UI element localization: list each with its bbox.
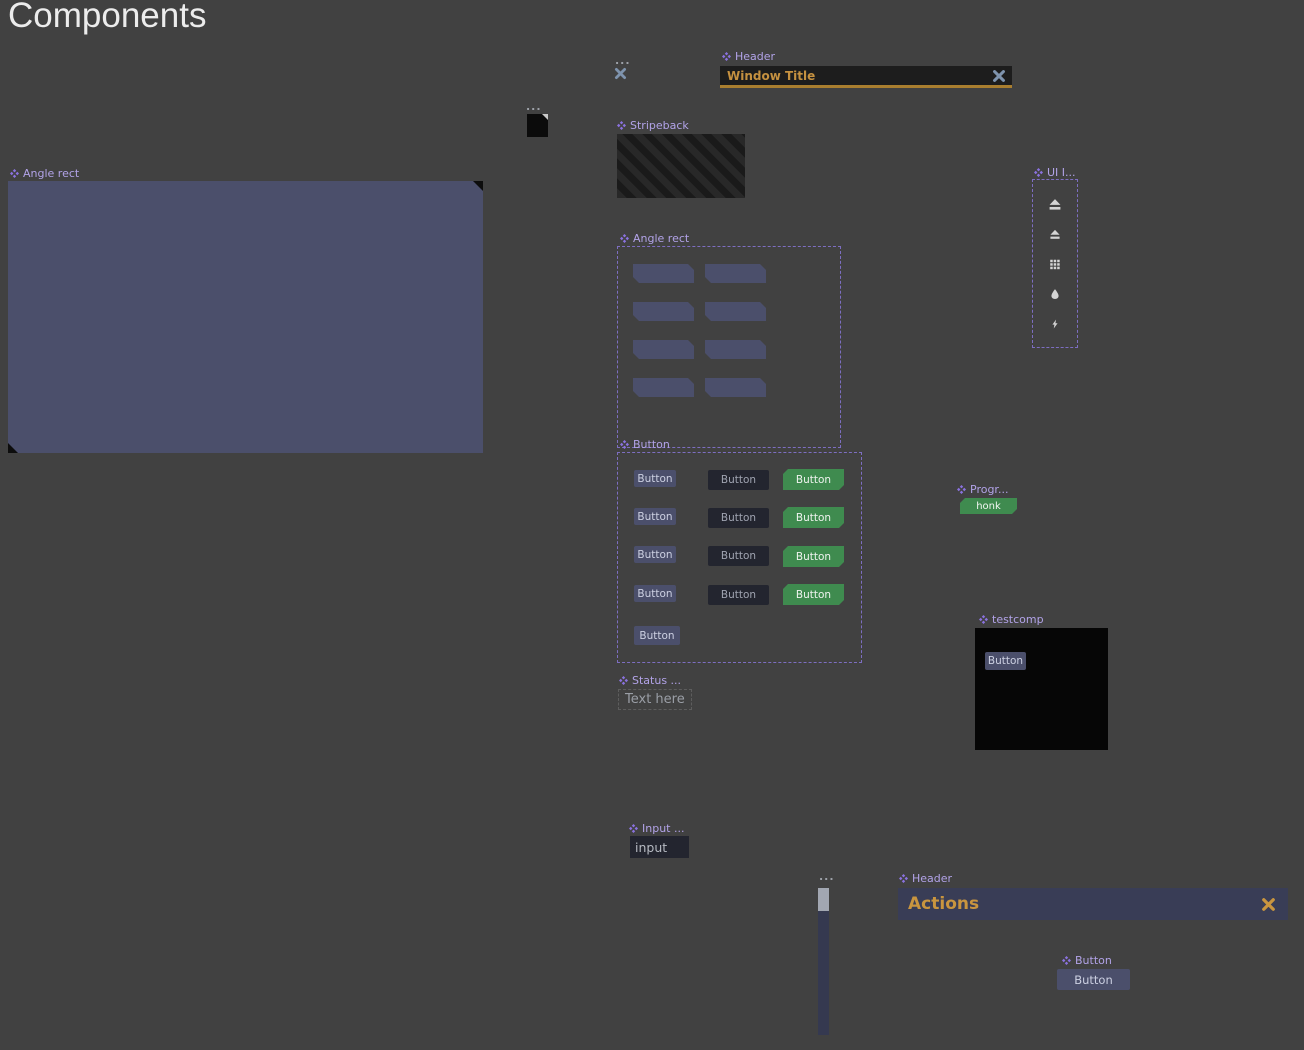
testcomp-button[interactable]: Button	[985, 652, 1026, 670]
button-group-container[interactable]	[617, 452, 862, 663]
page-fold-icon	[542, 114, 548, 120]
stripeback-component[interactable]	[617, 134, 745, 198]
component-diamond-icon	[1062, 956, 1071, 965]
button-green[interactable]: Button	[783, 546, 844, 567]
close-icon	[993, 69, 1005, 82]
close-icon	[1262, 897, 1275, 911]
angle-rect-item[interactable]	[705, 302, 766, 321]
angle-rect-item[interactable]	[633, 340, 694, 359]
window-title: Window Title	[727, 68, 816, 83]
marker-ui-list[interactable]: UI I...	[1034, 166, 1076, 179]
component-diamond-icon	[957, 485, 966, 494]
marker-label: Progr...	[970, 483, 1009, 496]
angle-rect-item[interactable]	[705, 340, 766, 359]
marker-angle-rect-large[interactable]: Angle rect	[10, 167, 79, 180]
corner-notch	[8, 443, 18, 453]
component-handle[interactable]: ...	[615, 54, 631, 67]
component-diamond-icon	[979, 615, 988, 624]
sheet-component[interactable]	[527, 114, 548, 137]
button-dark[interactable]: Button	[708, 470, 769, 490]
actions-close-button[interactable]	[1261, 897, 1276, 912]
angle-rect-grid-container[interactable]	[617, 246, 841, 448]
component-handle[interactable]: ...	[819, 870, 835, 883]
component-diamond-icon	[899, 874, 908, 883]
component-diamond-icon	[620, 234, 629, 243]
marker-button-group[interactable]: Button	[620, 438, 670, 451]
scrollbar-track[interactable]	[818, 888, 829, 1035]
eject-icon[interactable]	[1049, 198, 1062, 211]
button-blue[interactable]: Button	[634, 470, 676, 487]
bolt-icon[interactable]	[1050, 318, 1060, 330]
testcomp-panel[interactable]: Button	[975, 628, 1108, 750]
marker-stripeback[interactable]: Stripeback	[617, 119, 689, 132]
marker-status[interactable]: Status ...	[619, 674, 681, 687]
marker-label: UI I...	[1047, 166, 1076, 179]
marker-label: Header	[912, 872, 953, 885]
component-diamond-icon	[619, 676, 628, 685]
button-dark[interactable]: Button	[708, 546, 769, 566]
angle-rect-item[interactable]	[705, 264, 766, 283]
component-diamond-icon	[617, 121, 626, 130]
button-green[interactable]: Button	[783, 507, 844, 528]
window-header-bar[interactable]: Window Title	[720, 66, 1012, 88]
component-diamond-icon	[1034, 168, 1043, 177]
marker-label: Header	[735, 50, 776, 63]
marker-angle-rect-grid[interactable]: Angle rect	[620, 232, 689, 245]
corner-notch	[473, 181, 483, 191]
marker-label: Input ...	[642, 822, 685, 835]
marker-input[interactable]: Input ...	[629, 822, 684, 835]
button-blue[interactable]: Button	[634, 626, 680, 645]
component-diamond-icon	[10, 169, 19, 178]
angle-rect-item[interactable]	[633, 302, 694, 321]
eject-icon[interactable]	[1050, 229, 1061, 240]
marker-label: Button	[633, 438, 670, 451]
marker-testcomp[interactable]: testcomp	[979, 613, 1044, 626]
text-input[interactable]	[630, 836, 689, 858]
window-close-button[interactable]	[992, 69, 1006, 83]
component-diamond-icon	[620, 440, 629, 449]
marker-progress[interactable]: Progr...	[957, 483, 1008, 496]
button-green[interactable]: Button	[783, 584, 844, 605]
component-diamond-icon	[722, 52, 731, 61]
grid-icon[interactable]	[1050, 259, 1061, 270]
close-icon[interactable]	[614, 67, 627, 80]
marker-label: Stripeback	[630, 119, 689, 132]
actions-header-bar[interactable]: Actions	[898, 888, 1288, 920]
status-text: Text here	[618, 689, 692, 710]
actions-title: Actions	[908, 894, 980, 914]
marker-button-single[interactable]: Button	[1062, 954, 1112, 967]
page-title: Components	[8, 0, 207, 35]
marker-label: Button	[1075, 954, 1112, 967]
angle-rect-large[interactable]	[8, 181, 483, 453]
button-dark[interactable]: Button	[708, 508, 769, 528]
ui-icon-list[interactable]	[1032, 179, 1078, 348]
marker-label: Angle rect	[23, 167, 80, 180]
marker-label: testcomp	[992, 613, 1044, 626]
button-blue[interactable]: Button	[634, 546, 676, 563]
button-blue[interactable]: Button	[634, 585, 676, 602]
angle-rect-item[interactable]	[633, 264, 694, 283]
marker-header-1[interactable]: Header	[722, 50, 775, 63]
button-green[interactable]: Button	[783, 469, 844, 490]
droplet-icon[interactable]	[1050, 288, 1061, 300]
scrollbar-thumb[interactable]	[818, 888, 829, 911]
button-single[interactable]: Button	[1057, 969, 1130, 990]
component-handle[interactable]: ...	[526, 100, 542, 113]
angle-rect-item[interactable]	[705, 378, 766, 397]
button-blue[interactable]: Button	[634, 508, 676, 525]
button-dark[interactable]: Button	[708, 585, 769, 605]
angle-rect-item[interactable]	[633, 378, 694, 397]
progress-label: honk	[976, 500, 1001, 512]
component-diamond-icon	[629, 824, 638, 833]
marker-label: Angle rect	[633, 232, 690, 245]
progress-bar[interactable]: honk	[960, 498, 1017, 514]
marker-label: Status ...	[632, 674, 682, 687]
marker-header-2[interactable]: Header	[899, 872, 952, 885]
